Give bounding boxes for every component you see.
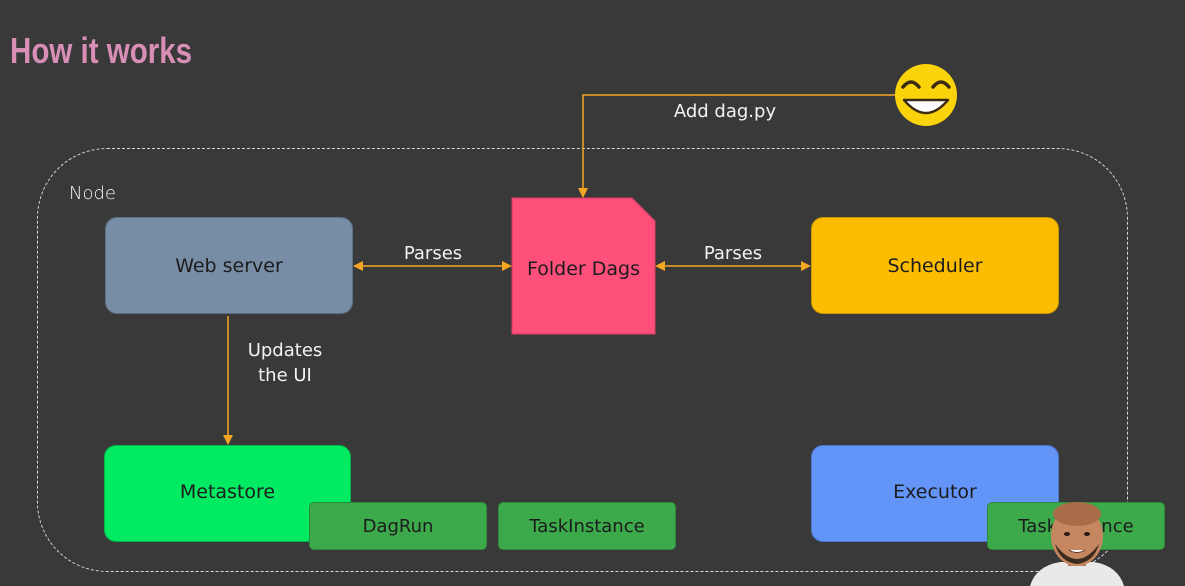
presenter-webcam bbox=[1030, 502, 1124, 586]
scheduler-box: Scheduler bbox=[811, 217, 1059, 314]
page-title: How it works bbox=[10, 30, 193, 71]
dagrun-label: DagRun bbox=[362, 515, 434, 537]
node-label: Node bbox=[69, 183, 116, 204]
grinning-face-icon bbox=[895, 64, 957, 126]
folder-dags-shape bbox=[511, 197, 656, 335]
scheduler-label: Scheduler bbox=[887, 254, 983, 277]
edge-label-add-dag: Add dag.py bbox=[673, 101, 777, 122]
web-server-box: Web server bbox=[105, 217, 353, 314]
edge-label-updates-ui: Updates the UI bbox=[240, 338, 330, 388]
metastore-label: Metastore bbox=[179, 480, 276, 503]
folder-dags-label: Folder Dags bbox=[527, 258, 640, 280]
taskinstance-label: TaskInstance bbox=[529, 515, 645, 537]
arrow-add-dag bbox=[578, 94, 895, 198]
dagrun-box: DagRun bbox=[309, 502, 487, 550]
executor-label: Executor bbox=[893, 480, 977, 503]
edge-label-updates-line1: Updates bbox=[247, 340, 323, 361]
web-server-label: Web server bbox=[175, 254, 283, 277]
executor-box: Executor bbox=[811, 445, 1059, 542]
edge-label-updates-line2: the UI bbox=[258, 365, 312, 386]
edge-label-parses-left: Parses bbox=[403, 243, 463, 264]
edge-label-parses-right: Parses bbox=[703, 243, 763, 264]
taskinstance-box: TaskInstance bbox=[498, 502, 676, 550]
